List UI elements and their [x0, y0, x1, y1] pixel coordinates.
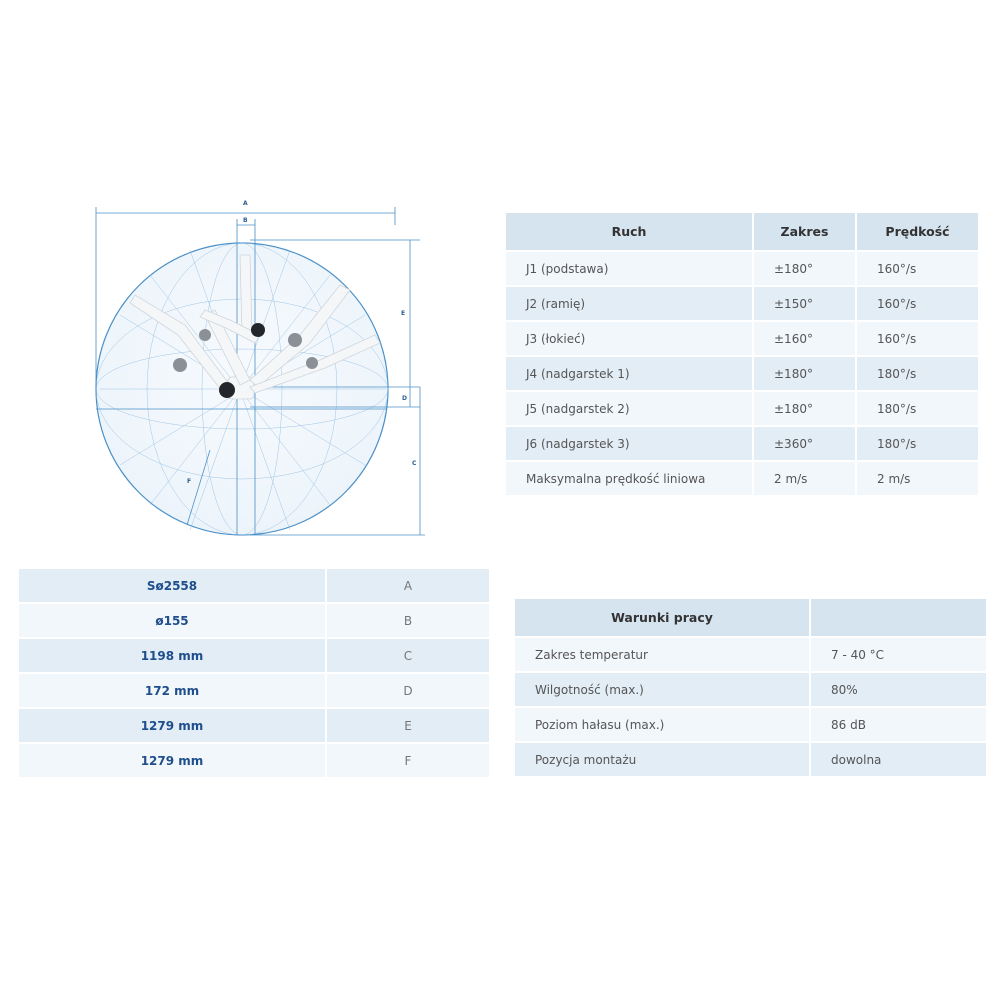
dim-label-f: F — [187, 478, 191, 485]
condition-label: Poziom hałasu (max.) — [515, 708, 809, 741]
workspace-diagram: A B C D E F — [90, 195, 435, 540]
dim-label-d: D — [402, 395, 407, 402]
condition-value: 86 dB — [811, 708, 986, 741]
condition-value: dowolna — [811, 743, 986, 776]
motion-cell: 180°/s — [857, 392, 978, 425]
motion-cell: J6 (nadgarstek 3) — [506, 427, 752, 460]
table-row: J2 (ramię) ±150° 160°/s — [506, 287, 978, 320]
motion-header-predkosc: Prędkość — [857, 213, 978, 250]
motion-cell: J1 (podstawa) — [506, 252, 752, 285]
motion-header-zakres: Zakres — [754, 213, 855, 250]
motion-cell: ±180° — [754, 392, 855, 425]
motion-cell: J3 (łokieć) — [506, 322, 752, 355]
motion-cell: ±180° — [754, 357, 855, 390]
dimension-letter: C — [327, 639, 489, 672]
motion-cell: 160°/s — [857, 322, 978, 355]
motion-cell: ±150° — [754, 287, 855, 320]
dim-label-e: E — [401, 310, 405, 317]
dimension-letter: B — [327, 604, 489, 637]
dimensions-table: Sø2558 A ø155 B 1198 mm C 172 mm D 1279 … — [17, 567, 491, 779]
table-row: Poziom hałasu (max.) 86 dB — [515, 708, 986, 741]
dim-label-b: B — [243, 217, 248, 224]
condition-label: Pozycja montażu — [515, 743, 809, 776]
condition-label: Wilgotność (max.) — [515, 673, 809, 706]
motion-table: Ruch Zakres Prędkość J1 (podstawa) ±180°… — [504, 211, 980, 497]
motion-cell: J4 (nadgarstek 1) — [506, 357, 752, 390]
conditions-header-row: Warunki pracy — [515, 599, 986, 636]
motion-cell: 160°/s — [857, 287, 978, 320]
motion-cell: ±180° — [754, 252, 855, 285]
motion-cell: 2 m/s — [754, 462, 855, 495]
conditions-table: Warunki pracy Zakres temperatur 7 - 40 °… — [513, 597, 988, 778]
conditions-header-empty — [811, 599, 986, 636]
dimension-letter: F — [327, 744, 489, 777]
table-row: Wilgotność (max.) 80% — [515, 673, 986, 706]
condition-value: 80% — [811, 673, 986, 706]
dim-label-a: A — [243, 200, 248, 207]
dim-label-c: C — [412, 460, 417, 467]
motion-cell: 160°/s — [857, 252, 978, 285]
dimension-letter: A — [327, 569, 489, 602]
table-row: Maksymalna prędkość liniowa 2 m/s 2 m/s — [506, 462, 978, 495]
dimension-letter: D — [327, 674, 489, 707]
table-row: J3 (łokieć) ±160° 160°/s — [506, 322, 978, 355]
table-row: 1198 mm C — [19, 639, 489, 672]
table-row: 172 mm D — [19, 674, 489, 707]
motion-cell: ±160° — [754, 322, 855, 355]
dimension-value: 1279 mm — [19, 744, 325, 777]
motion-cell: J2 (ramię) — [506, 287, 752, 320]
table-row: J1 (podstawa) ±180° 160°/s — [506, 252, 978, 285]
dimension-value: 1279 mm — [19, 709, 325, 742]
table-row: 1279 mm F — [19, 744, 489, 777]
table-row: ø155 B — [19, 604, 489, 637]
dimension-value: 1198 mm — [19, 639, 325, 672]
condition-value: 7 - 40 °C — [811, 638, 986, 671]
dimension-letter: E — [327, 709, 489, 742]
motion-header-ruch: Ruch — [506, 213, 752, 250]
motion-header-row: Ruch Zakres Prędkość — [506, 213, 978, 250]
motion-cell: J5 (nadgarstek 2) — [506, 392, 752, 425]
table-row: J6 (nadgarstek 3) ±360° 180°/s — [506, 427, 978, 460]
motion-cell: Maksymalna prędkość liniowa — [506, 462, 752, 495]
robot-workspace-sphere: A B C D E F — [95, 200, 425, 536]
motion-cell: 180°/s — [857, 427, 978, 460]
dimension-value: Sø2558 — [19, 569, 325, 602]
dimension-value: 172 mm — [19, 674, 325, 707]
table-row: Sø2558 A — [19, 569, 489, 602]
table-row: J4 (nadgarstek 1) ±180° 180°/s — [506, 357, 978, 390]
table-row: Zakres temperatur 7 - 40 °C — [515, 638, 986, 671]
dimension-value: ø155 — [19, 604, 325, 637]
table-row: J5 (nadgarstek 2) ±180° 180°/s — [506, 392, 978, 425]
motion-cell: 180°/s — [857, 357, 978, 390]
table-row: Pozycja montażu dowolna — [515, 743, 986, 776]
motion-cell: 2 m/s — [857, 462, 978, 495]
table-row: 1279 mm E — [19, 709, 489, 742]
motion-cell: ±360° — [754, 427, 855, 460]
conditions-header-title: Warunki pracy — [515, 599, 809, 636]
condition-label: Zakres temperatur — [515, 638, 809, 671]
